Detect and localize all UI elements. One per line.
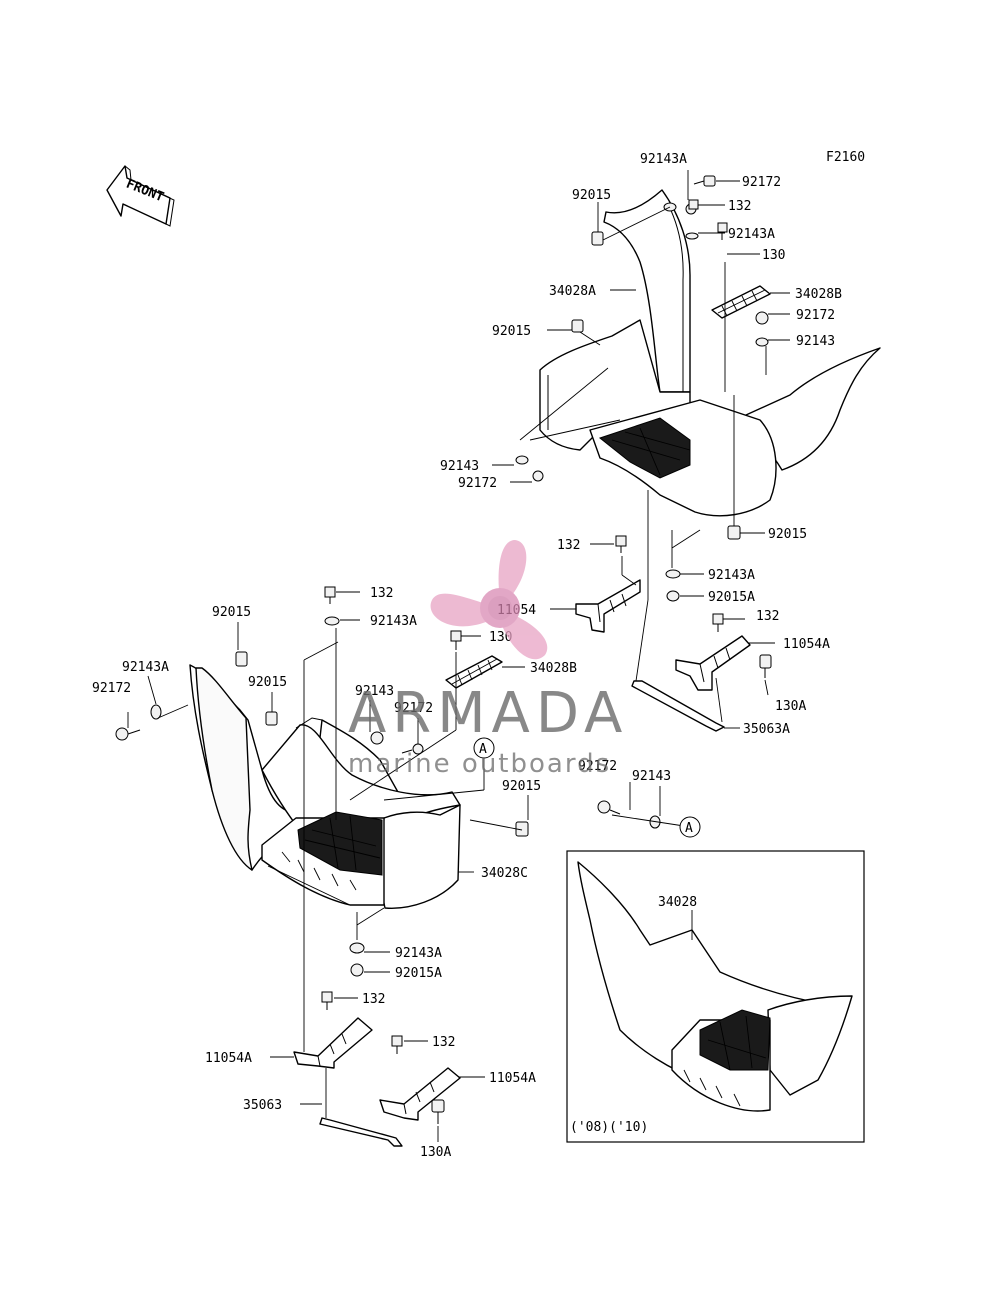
svg-text:92015: 92015	[212, 605, 251, 620]
svg-text:11054A: 11054A	[783, 637, 830, 652]
svg-text:92015: 92015	[492, 324, 531, 339]
svg-text:92015: 92015	[248, 675, 287, 690]
strap-35063A	[631, 680, 725, 732]
svg-text:92143A: 92143A	[728, 227, 775, 242]
svg-text:92172: 92172	[92, 681, 131, 696]
svg-text:92143: 92143	[355, 684, 394, 699]
svg-text:92015: 92015	[572, 188, 611, 203]
svg-text:92172: 92172	[742, 175, 781, 190]
svg-text:92015: 92015	[768, 527, 807, 542]
svg-text:92143: 92143	[796, 334, 835, 349]
lower-hardware	[115, 586, 661, 977]
leader-lines	[127, 170, 790, 1142]
front-arrow-icon: FRONT	[106, 165, 175, 227]
step-rail-34028B-lower	[445, 655, 503, 689]
figure-code: F2160	[826, 150, 865, 165]
svg-text:130A: 130A	[775, 699, 806, 714]
svg-text:92015A: 92015A	[708, 590, 755, 605]
watermark-brand: ARMADA	[348, 681, 628, 746]
svg-text:A: A	[479, 742, 487, 757]
svg-text:35063: 35063	[243, 1098, 282, 1113]
inset-box: ('08)('10) 34028	[566, 850, 865, 1143]
svg-text:130: 130	[762, 248, 785, 263]
svg-text:92172: 92172	[578, 759, 617, 774]
bracket-11054A-lower-right	[379, 1035, 461, 1124]
inset-part-34028: 34028	[658, 895, 697, 910]
right-footrest-assembly	[539, 189, 881, 517]
svg-text:34028B: 34028B	[795, 287, 842, 302]
svg-text:34028A: 34028A	[549, 284, 596, 299]
svg-text:132: 132	[362, 992, 385, 1007]
upper-hardware	[515, 175, 769, 602]
svg-text:92143: 92143	[440, 459, 479, 474]
armada-watermark: ARMADA marine outboards	[348, 540, 628, 779]
svg-text:92172: 92172	[394, 701, 433, 716]
callout-a-upper: A	[473, 737, 495, 759]
svg-text:92172: 92172	[796, 308, 835, 323]
svg-text:132: 132	[370, 586, 393, 601]
svg-text:92143A: 92143A	[640, 152, 687, 167]
svg-text:92143: 92143	[632, 769, 671, 784]
svg-text:A: A	[685, 821, 693, 836]
svg-text:132: 132	[728, 199, 751, 214]
svg-text:130A: 130A	[420, 1145, 451, 1160]
bracket-11054A-lower-left	[293, 991, 373, 1069]
svg-text:35063A: 35063A	[743, 722, 790, 737]
svg-text:92015: 92015	[502, 779, 541, 794]
svg-text:92143A: 92143A	[708, 568, 755, 583]
svg-text:132: 132	[756, 609, 779, 624]
svg-text:92172: 92172	[458, 476, 497, 491]
bracket-11054	[575, 579, 641, 633]
strap-35063	[319, 1117, 403, 1147]
svg-text:92015A: 92015A	[395, 966, 442, 981]
svg-text:34028C: 34028C	[481, 866, 528, 881]
svg-text:92143A: 92143A	[395, 946, 442, 961]
svg-text:11054A: 11054A	[489, 1071, 536, 1086]
watermark-tagline: marine outboards	[348, 749, 611, 779]
callout-a-lower: A	[679, 816, 701, 838]
svg-text:132: 132	[557, 538, 580, 553]
svg-text:92143A: 92143A	[122, 660, 169, 675]
left-footrest-assembly	[189, 664, 461, 909]
svg-text:132: 132	[432, 1035, 455, 1050]
svg-text:34028B: 34028B	[530, 661, 577, 676]
bracket-11054A-middle	[675, 613, 772, 691]
svg-text:11054A: 11054A	[205, 1051, 252, 1066]
svg-text:92143A: 92143A	[370, 614, 417, 629]
propeller-logo-icon	[430, 540, 548, 660]
inset-caption: ('08)('10)	[570, 1120, 648, 1135]
part-labels: 92143A 92172 92015 132 92143A 130 34028A…	[92, 152, 842, 1160]
